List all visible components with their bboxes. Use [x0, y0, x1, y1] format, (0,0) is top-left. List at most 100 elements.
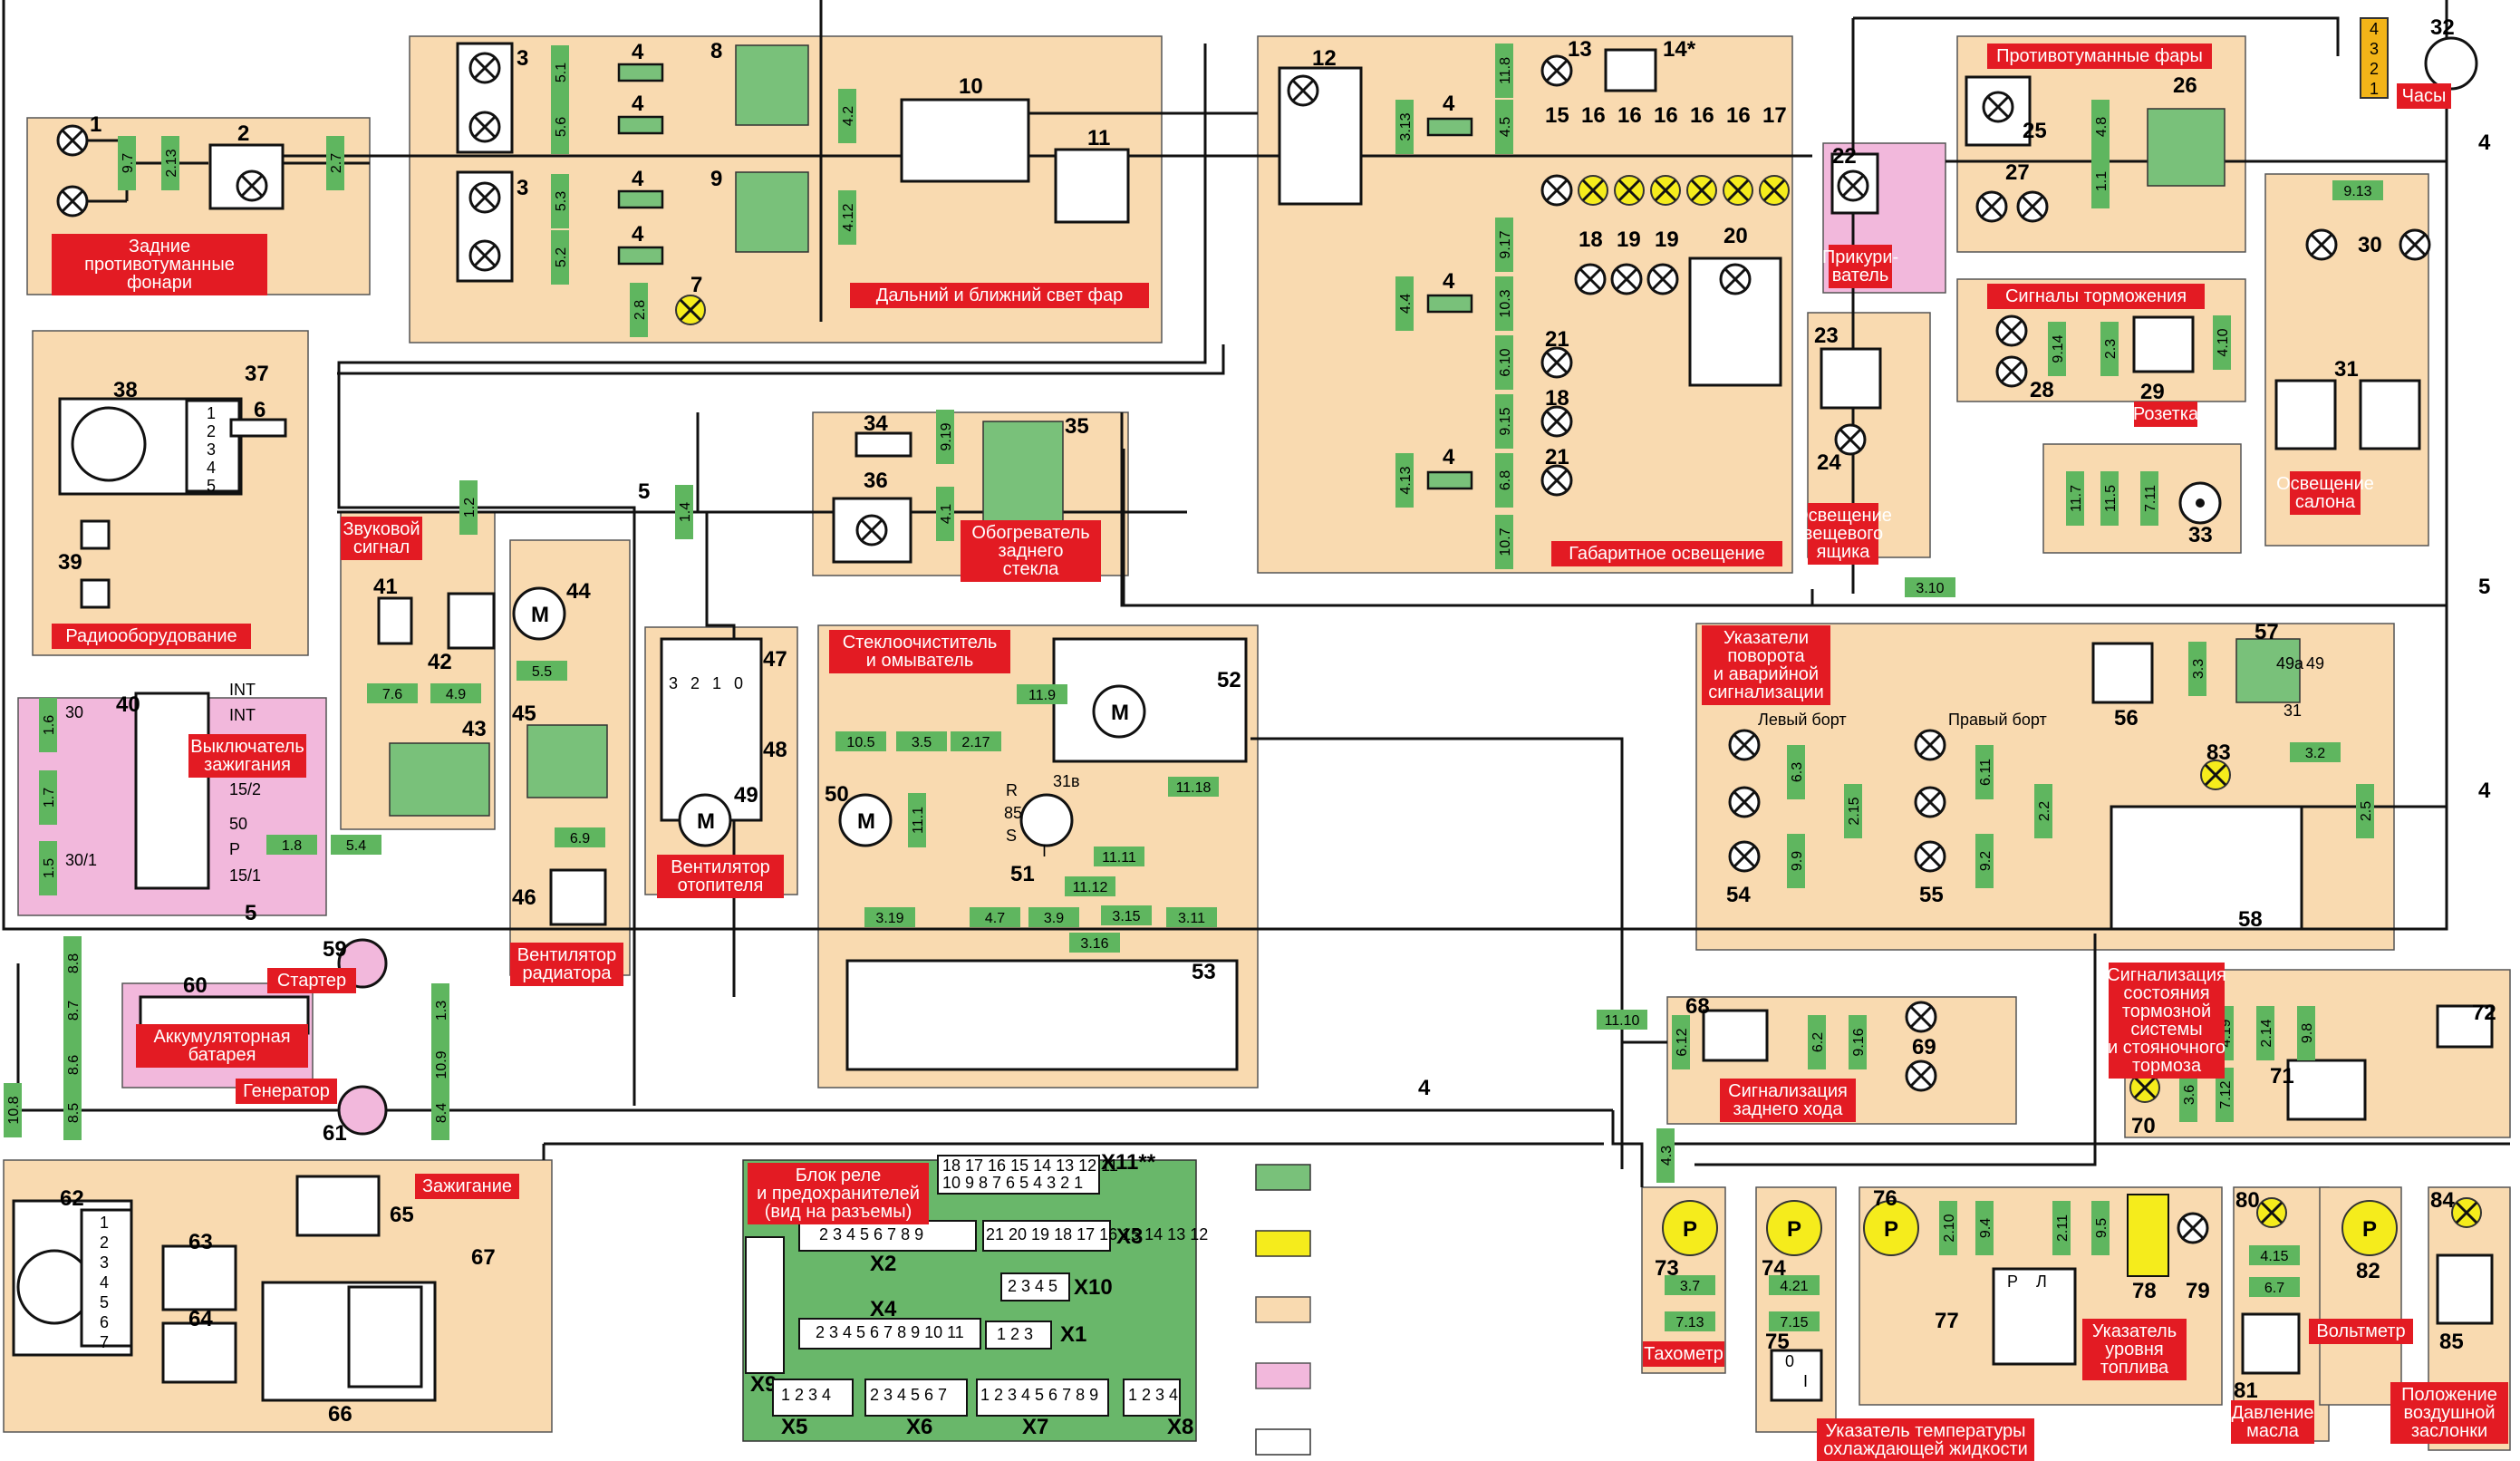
wire-label-text-w54: 4.7 — [985, 911, 1005, 926]
tag-rear-fog-line-2: противотуманные — [84, 255, 235, 275]
radio-pin-2: 2 — [207, 422, 216, 440]
component-numbers: 1 2 3 3 4 4 4 4 8 9 10 11 7 12 13 14* 15… — [58, 15, 2496, 1427]
wire-label-w10: 4.12 — [838, 190, 856, 245]
tag-headlights: Дальний и ближний свет фар — [850, 283, 1149, 308]
wire-label-w64: 2.2 — [2034, 784, 2052, 838]
tag-heater-fan-line-2: отопителя — [678, 876, 764, 895]
wire-label-text-w63: 9.2 — [1978, 851, 1994, 871]
lbl-right-side: Правый борт — [1948, 711, 2047, 729]
wire-label-w56: 3.15 — [1101, 905, 1152, 925]
num-5a: 5 — [638, 479, 650, 504]
clock-pin-2: 2 — [2370, 60, 2379, 78]
num-19a: 19 — [1617, 227, 1641, 252]
num-16e: 16 — [1726, 103, 1751, 128]
tag-rad-fan-line-2: радиатора — [522, 963, 612, 983]
num-63: 63 — [188, 1230, 213, 1254]
wire-label-text-w24: 9.14 — [2051, 334, 2066, 363]
wire-label-w5: 5.6 — [551, 100, 569, 154]
switch-11-icon — [1054, 148, 1130, 224]
x1-pins: 1 2 3 — [997, 1325, 1033, 1343]
num-17: 17 — [1762, 103, 1787, 128]
tag-wiper-line-1: Стеклоочиститель — [843, 633, 998, 653]
wire-label-text-w69: 8.7 — [66, 1001, 82, 1021]
relay-57-icon — [2235, 638, 2301, 703]
heater-pin-3: 3 — [669, 674, 678, 692]
wire-label-w6: 5.3 — [551, 174, 569, 228]
motor-49-letter: M — [697, 809, 715, 834]
num-2: 2 — [237, 121, 249, 146]
wire-label-w27: 9.13 — [2332, 180, 2383, 200]
tag-reverse-line-2: заднего хода — [1733, 1099, 1844, 1119]
lbl-left-side: Левый борт — [1758, 711, 1847, 729]
x1-label: X1 — [1060, 1322, 1086, 1347]
x2-label: X2 — [870, 1252, 896, 1276]
heater-pin-1: 1 — [712, 674, 721, 692]
x3-label: X3 — [1116, 1224, 1143, 1249]
num-4i: 4 — [2478, 779, 2491, 803]
num-50: 50 — [825, 782, 849, 807]
num-3a: 3 — [517, 46, 528, 71]
num-36: 36 — [864, 469, 888, 493]
num-1: 1 — [90, 112, 101, 137]
tag-fog-lights: Противотуманные фары — [1987, 44, 2212, 69]
wire-label-w3: 2.7 — [326, 136, 344, 190]
num-30: 30 — [2358, 233, 2382, 257]
num-45: 45 — [512, 701, 536, 726]
num-55: 55 — [1919, 883, 1944, 907]
radio-pin-1: 1 — [207, 404, 216, 422]
tag-wiper-line-2: и омыватель — [866, 651, 974, 671]
num-4c: 4 — [632, 167, 644, 191]
tag-rad-fan-line-1: Вентилятор — [517, 945, 617, 965]
tag-brake-sys-line-3: тормозной — [2122, 1001, 2211, 1021]
num-62: 62 — [60, 1186, 84, 1211]
tag-fuel-line-2: уровня — [2105, 1340, 2164, 1359]
num-8: 8 — [710, 39, 722, 63]
wire-label-text-w4: 5.1 — [554, 63, 569, 82]
wire-label-text-w55: 3.9 — [1044, 911, 1064, 926]
tag-ignition-switch-line-1: Выключатель — [190, 737, 304, 757]
tag-oil-line-1: Давление — [2232, 1403, 2314, 1423]
wire-label-w76: 11.10 — [1597, 1010, 1647, 1030]
tag-socket-line-1: Розетка — [2133, 404, 2199, 424]
wire-label-text-w23: 1.1 — [2094, 171, 2110, 191]
wire-label-text-w61: 2.15 — [1847, 797, 1862, 825]
num-24: 24 — [1817, 450, 1841, 475]
tag-reverse-line-1: Сигнализация — [1728, 1081, 1848, 1101]
num-49: 49 — [734, 783, 758, 808]
x4-label: X4 — [870, 1297, 897, 1321]
wire-label-w62: 6.11 — [1975, 745, 1994, 799]
num-7: 7 — [690, 273, 702, 297]
wire-label-w20: 6.8 — [1495, 453, 1513, 508]
num-76: 76 — [1873, 1186, 1897, 1211]
num-16a: 16 — [1581, 103, 1606, 128]
wire-label-text-w13: 11.8 — [1498, 57, 1513, 84]
wire-label-w65: 3.3 — [2188, 642, 2206, 696]
num-66: 66 — [328, 1402, 352, 1427]
wire-label-w49: 11.1 — [908, 793, 926, 847]
wire-label-w36: 7.6 — [367, 683, 418, 703]
tag-socket: Розетка — [2133, 402, 2199, 427]
num-21b: 21 — [1545, 445, 1569, 469]
tag-voltmeter-line-1: Вольтметр — [2316, 1321, 2405, 1341]
terminal-labels: INT INT 30 15/2 50 P 30/1 15/1 49a 49 31… — [65, 20, 2379, 1390]
wire-label-w7: 5.2 — [551, 230, 569, 285]
switch-10-icon — [900, 98, 1030, 183]
motor-44-letter: M — [531, 603, 549, 627]
num-35: 35 — [1065, 414, 1089, 439]
num-4j: 4 — [1418, 1076, 1431, 1100]
tag-turn-line-3: и аварийной — [1714, 664, 1819, 684]
wire-label-w19: 4.13 — [1395, 453, 1414, 508]
clock-pin-4: 4 — [2370, 20, 2379, 38]
num-53: 53 — [1192, 960, 1216, 984]
tag-radio-line-1: Радиооборудование — [65, 626, 237, 646]
tag-choke-line-1: Положение — [2401, 1385, 2497, 1405]
wire-label-w11: 3.13 — [1395, 100, 1414, 154]
x5-label: X5 — [781, 1415, 807, 1439]
tag-coolant-line-2: охлаждающей жидкости — [1823, 1439, 2028, 1459]
num-5b: 5 — [245, 901, 256, 925]
wire-label-w52: 11.12 — [1065, 876, 1115, 896]
ign-pin-7: 7 — [100, 1333, 109, 1351]
